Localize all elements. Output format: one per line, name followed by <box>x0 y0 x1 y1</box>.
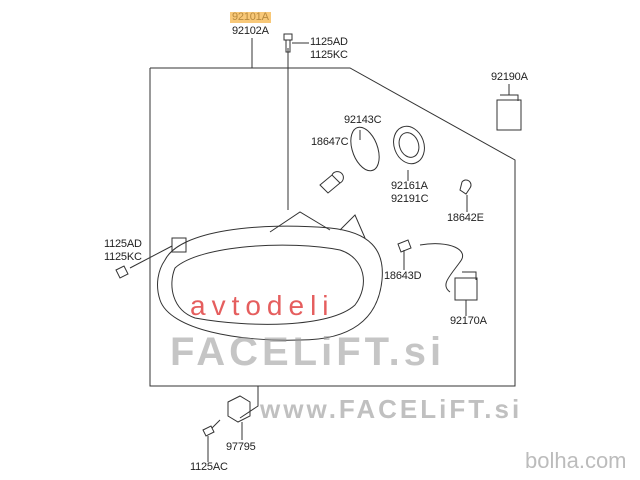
part-label-92101a[interactable]: 92101A <box>230 11 271 23</box>
bottom-screw <box>202 425 215 437</box>
side-bracket <box>171 237 187 253</box>
watermark-bolha: bolha.com <box>525 448 627 473</box>
part-label-97795[interactable]: 97795 <box>226 441 256 453</box>
watermark-avtodeli: avtodeli <box>190 290 335 321</box>
part-label-92170a[interactable]: 92170A <box>450 315 487 327</box>
part-label-92190a[interactable]: 92190A <box>491 71 528 83</box>
watermark-url: www.FACELiFT.si <box>260 394 523 424</box>
headlamp-housing <box>157 225 383 341</box>
watermark-facelift: FACELiFT.si <box>170 330 446 374</box>
wire-harness <box>419 243 463 293</box>
part-label-top-screw-b[interactable]: 1125KC <box>310 49 348 61</box>
lower-bracket <box>227 395 251 423</box>
part-label-92143c[interactable]: 92143C <box>344 114 382 126</box>
ring-large <box>393 125 425 165</box>
part-label-92102a[interactable]: 92102A <box>232 25 269 37</box>
harness-connector <box>454 271 478 301</box>
socket-cover <box>496 94 522 131</box>
bulb-main <box>319 171 344 194</box>
cap-ring <box>350 126 380 172</box>
part-label-18642e[interactable]: 18642E <box>447 212 484 224</box>
bulb-small <box>459 179 472 195</box>
side-screw <box>115 265 129 279</box>
part-label-18643d[interactable]: 18643D <box>384 270 422 282</box>
part-label-1125ac[interactable]: 1125AC <box>190 461 228 473</box>
top-screw <box>283 33 293 53</box>
assembly-frame <box>149 67 516 387</box>
part-label-side-screw-b[interactable]: 1125KC <box>104 251 142 263</box>
bulb-position <box>397 239 412 253</box>
part-label-92161a[interactable]: 92161A <box>391 180 428 192</box>
part-label-top-screw-a[interactable]: 1125AD <box>310 36 348 48</box>
part-label-18647c[interactable]: 18647C <box>311 136 349 148</box>
part-label-92191c[interactable]: 92191C <box>391 193 429 205</box>
part-label-side-screw-a[interactable]: 1125AD <box>104 238 142 250</box>
